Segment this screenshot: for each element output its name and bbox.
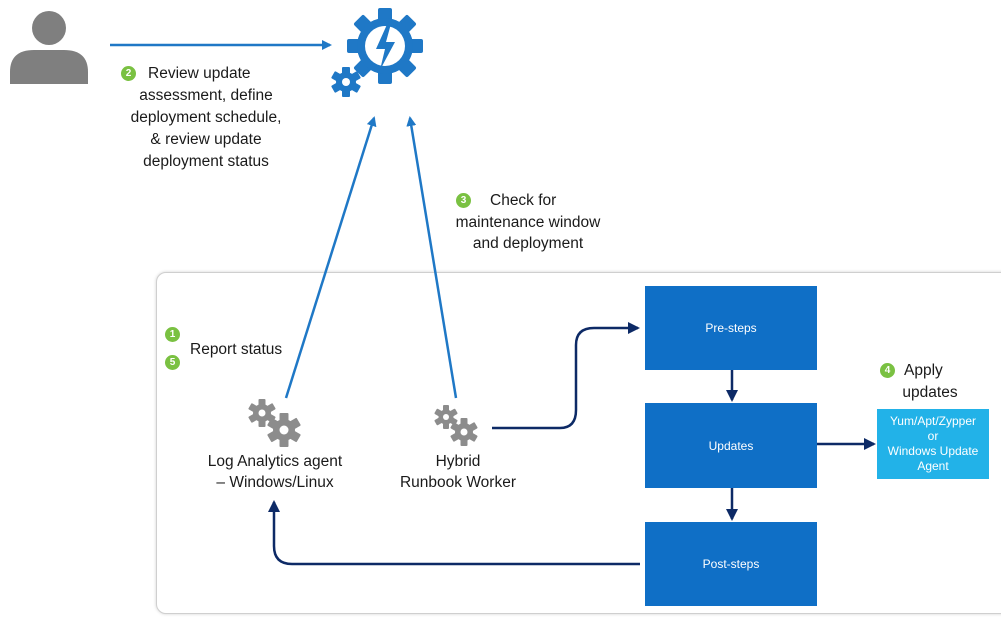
step-2-line-2: assessment, define [139, 87, 273, 104]
step-2-line-4: & review update [150, 131, 262, 148]
step-3-line-1: Check for [490, 192, 557, 209]
target-line-2: or [927, 429, 939, 443]
worker-label-line-1: Hybrid [435, 453, 481, 470]
pre-steps-box: Pre-steps [645, 286, 817, 370]
gears-icon [248, 399, 301, 447]
step-2-line-3: deployment schedule, [130, 109, 282, 126]
arrow-agent-to-automation [284, 116, 377, 399]
agent-label-line-1: Log Analytics agent [207, 453, 343, 470]
person-silhouette-icon [10, 11, 88, 84]
step-1-badge: 1 [165, 327, 180, 342]
step-4-line-2: updates [902, 384, 958, 401]
arrow-worker-to-presteps [492, 322, 640, 430]
step-2-line-5: deployment status [143, 153, 269, 170]
post-steps-box: Post-steps [645, 522, 817, 606]
report-status-label: Report status [190, 341, 283, 358]
target-line-1: Yum/Apt/Zypper [889, 414, 977, 428]
step-4-line-1: Apply [904, 362, 943, 379]
step-2-badge: 2 [121, 66, 136, 81]
gears-icon [434, 405, 478, 446]
step-3-line-2: maintenance window [455, 214, 601, 231]
step-3-line-3: and deployment [472, 235, 584, 252]
target-line-3: Windows Update [887, 444, 979, 458]
agent-label-line-2: – Windows/Linux [216, 474, 334, 491]
target-line-4: Agent [917, 459, 949, 473]
update-agent-box: Yum/Apt/Zypper or Windows Update Agent [877, 409, 989, 479]
step-5-badge: 5 [165, 355, 180, 370]
gear-lightning-icon [331, 8, 423, 97]
worker-label-line-2: Runbook Worker [399, 474, 516, 491]
arrow-worker-to-automation [406, 116, 458, 399]
arrow-poststeps-to-agent [268, 500, 640, 566]
updates-box: Updates [645, 403, 817, 488]
step-3-badge: 3 [456, 193, 471, 208]
step-4-badge: 4 [880, 363, 895, 378]
step-2-line-1: Review update [148, 65, 251, 82]
